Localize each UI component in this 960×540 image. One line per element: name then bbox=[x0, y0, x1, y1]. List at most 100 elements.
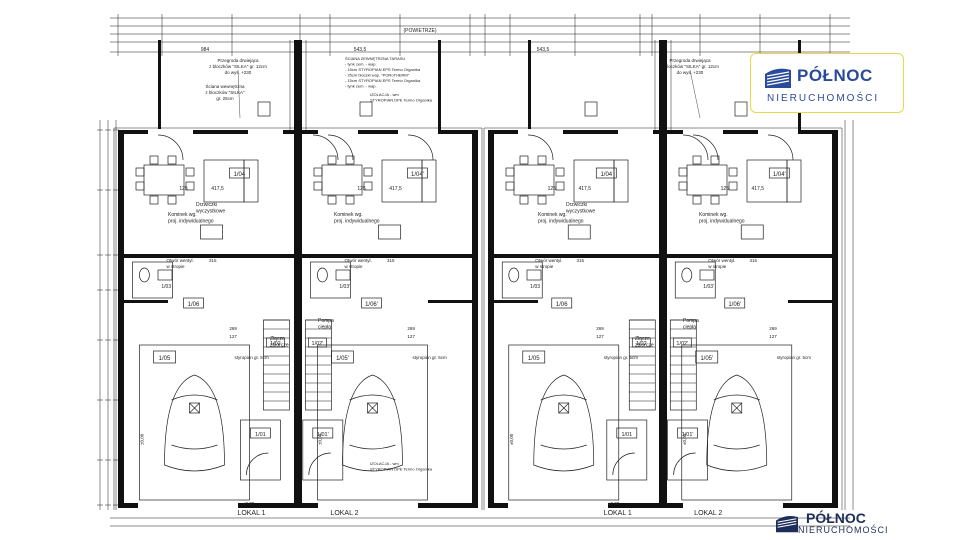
chair bbox=[313, 181, 323, 191]
floor-drain bbox=[189, 402, 200, 414]
partition-note: Przegroda drwiejąca bbox=[217, 58, 259, 63]
terrace-partition bbox=[158, 40, 161, 130]
dimension-label: 417,5 bbox=[389, 186, 402, 192]
room-tag bbox=[183, 297, 204, 309]
window-opening bbox=[518, 129, 563, 135]
inner-wall-note: gr. 25cm bbox=[216, 96, 234, 101]
sofa bbox=[746, 159, 788, 203]
garage-door-opening bbox=[683, 502, 783, 509]
interior-wall bbox=[118, 254, 478, 258]
room-label-boiler: 1/06 bbox=[556, 302, 568, 308]
staircase bbox=[305, 319, 332, 411]
chair bbox=[728, 167, 738, 177]
car-outline bbox=[164, 374, 225, 472]
ceiling-hole-note: Otwór wentyl. bbox=[345, 258, 372, 263]
chair bbox=[345, 195, 355, 205]
room-tag bbox=[229, 167, 250, 179]
building-watermark-icon bbox=[776, 515, 798, 533]
door-swing bbox=[246, 452, 269, 476]
window-opening bbox=[148, 129, 193, 135]
chair bbox=[537, 155, 547, 165]
entrance-hall bbox=[302, 419, 344, 481]
dining-table bbox=[513, 164, 555, 196]
chair bbox=[167, 195, 177, 205]
chair bbox=[345, 155, 355, 165]
car-windshield bbox=[171, 394, 218, 401]
unit-label: LOKAL 1 bbox=[237, 510, 265, 517]
chair bbox=[149, 155, 159, 165]
car-rear-window bbox=[540, 444, 587, 450]
terrace-wall-note: - tynk cem. - wap. bbox=[345, 84, 377, 89]
ceiling-hole-note: Otwór wentyl. bbox=[535, 258, 562, 263]
room-tag bbox=[312, 427, 334, 439]
sill-note: styropian gr. 5cm bbox=[235, 355, 270, 360]
sofa-arm bbox=[613, 159, 629, 203]
room-label-boiler: 1/06' bbox=[728, 302, 741, 308]
sofa bbox=[203, 159, 245, 203]
chair bbox=[185, 167, 195, 177]
chair bbox=[327, 195, 337, 205]
fireplace-note: Kominek wg. bbox=[538, 212, 567, 218]
ceiling-hole-note: w stropie bbox=[167, 264, 186, 269]
floor-drain-x bbox=[367, 402, 378, 414]
floor-drain bbox=[731, 402, 743, 414]
dimension-label: 543,5 bbox=[537, 47, 550, 53]
floor-drain bbox=[558, 402, 570, 414]
room-label-stairs: 1/02 bbox=[636, 341, 647, 347]
garage-area bbox=[508, 344, 620, 501]
level-note: ±0,00 bbox=[608, 501, 620, 506]
chair bbox=[327, 155, 337, 165]
interior-wall bbox=[428, 300, 478, 303]
chair bbox=[363, 181, 373, 191]
level-note: ±0,00 bbox=[318, 433, 323, 445]
dimension-label: 417,5 bbox=[751, 186, 764, 192]
inner-wall-note: z bloczków "SILKA" bbox=[205, 90, 245, 95]
window-opening bbox=[318, 129, 358, 135]
interior-wall bbox=[118, 300, 168, 303]
header-label: (POWIETRZE) bbox=[403, 28, 436, 34]
ceiling-hole-note: Otwór wentyl. bbox=[708, 258, 735, 263]
socket-note: Złącze bbox=[270, 336, 285, 342]
dimension-label: 315 bbox=[577, 258, 585, 263]
boiler-room bbox=[501, 261, 543, 299]
sofa bbox=[573, 159, 615, 203]
insulation-note: IZOLACJA - wm bbox=[370, 461, 399, 466]
window-opening bbox=[758, 129, 798, 135]
chair bbox=[710, 155, 720, 165]
party-wall bbox=[294, 40, 302, 508]
room-label-boiler: 1/06 bbox=[188, 302, 200, 308]
logo-subtitle: NIERUCHOMOŚCI bbox=[767, 93, 880, 104]
ceiling-hole-note: w stropie bbox=[535, 264, 554, 269]
sofa bbox=[381, 159, 423, 203]
terrace-partition bbox=[438, 40, 441, 130]
terrace-wall-note: ŚCIANA ZEWNĘTRZNA TARASU bbox=[345, 56, 405, 61]
chair bbox=[710, 195, 720, 205]
fireplace-note: proj. indywidualnego bbox=[334, 219, 380, 225]
dimension-label: 417,5 bbox=[211, 186, 224, 192]
heat-pump-note: ciepła bbox=[318, 325, 331, 331]
toilet bbox=[139, 267, 150, 283]
toilet bbox=[317, 267, 328, 283]
party-wall bbox=[659, 40, 667, 508]
fireplace bbox=[567, 224, 591, 240]
toilet bbox=[681, 267, 693, 283]
interior-wall bbox=[488, 300, 538, 303]
dimension-label: 125 bbox=[179, 186, 188, 192]
entrance-hall bbox=[606, 419, 648, 481]
heat-pump-note: Pompa bbox=[318, 318, 334, 324]
level-note: ±0,00 bbox=[140, 433, 145, 445]
sofa-arm bbox=[786, 159, 802, 203]
fireplace-note: Kominek wg. bbox=[334, 212, 363, 218]
room-label-bath: 1/03 bbox=[530, 284, 540, 290]
chair bbox=[167, 155, 177, 165]
insulation-note: STYROPIAN DPE Termo Organika bbox=[370, 467, 433, 472]
washbasin bbox=[335, 269, 351, 281]
terrace-wall-note: - tynk cem. - wap. bbox=[345, 62, 377, 67]
room-tag bbox=[361, 297, 382, 309]
inner-wall-note: Ściana wewnętrzna bbox=[205, 82, 245, 89]
chair bbox=[692, 155, 702, 165]
door-swing bbox=[407, 134, 434, 161]
chair bbox=[728, 181, 738, 191]
dimension-label: 125 bbox=[721, 186, 730, 192]
dimension-label: 125 bbox=[548, 186, 557, 192]
